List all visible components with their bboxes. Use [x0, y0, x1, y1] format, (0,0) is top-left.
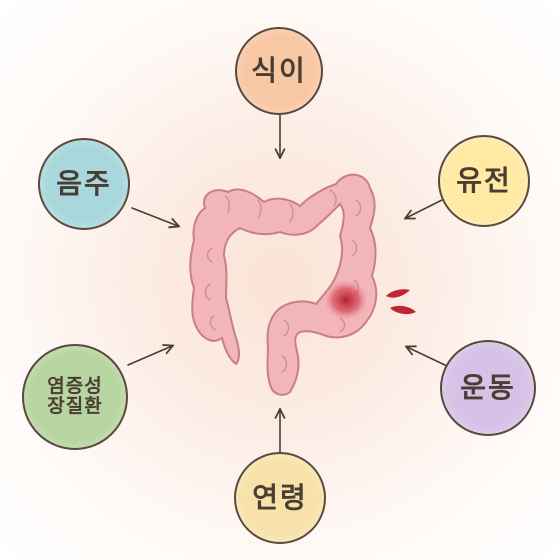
factor-ibd-label-line2: 장질환 — [47, 395, 103, 417]
arrow-upper-right — [406, 197, 447, 218]
large-intestine-illustration — [189, 173, 416, 396]
factor-ibd-circle: 염증성 장질환 — [22, 344, 128, 450]
intestine-haustra — [204, 189, 362, 373]
intestine-body — [189, 173, 378, 396]
arrows — [127, 111, 448, 453]
factor-genetics-label: 유전 — [456, 164, 512, 198]
factor-ibd-label-line1: 염증성 — [47, 375, 103, 398]
factor-alcohol-circle: 음주 — [38, 138, 130, 230]
factor-age-circle: 연령 — [234, 452, 326, 544]
arrow-upper-left — [131, 207, 178, 226]
factor-diet-circle: 식이 — [235, 27, 323, 115]
factor-diet-label: 식이 — [251, 54, 307, 88]
bleeding-drop-1 — [386, 289, 410, 298]
factor-age-label: 연령 — [252, 481, 308, 515]
factor-alcohol-label: 음주 — [56, 167, 112, 201]
factor-exercise-label: 운동 — [460, 371, 516, 405]
factor-genetics-circle: 유전 — [438, 135, 530, 227]
bleeding-drop-2 — [390, 305, 416, 315]
tumor-lesion — [324, 280, 368, 320]
factor-exercise-circle: 운동 — [440, 340, 536, 436]
arrow-lower-left — [127, 346, 172, 366]
arrow-lower-right — [407, 347, 448, 367]
